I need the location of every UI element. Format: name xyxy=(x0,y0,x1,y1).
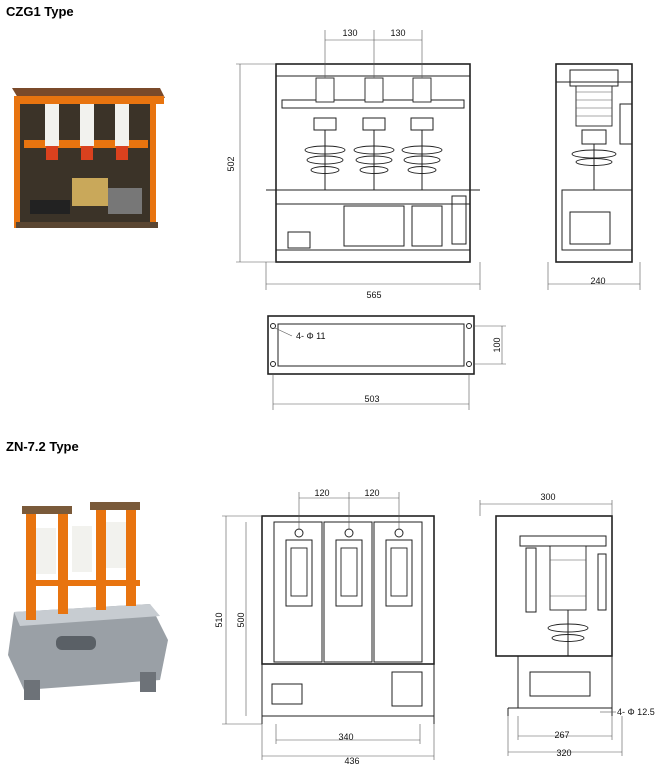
czg1-side-width-dim: 240 xyxy=(590,276,605,286)
zn72-spacing-dim-1: 120 xyxy=(314,488,329,498)
czg1-pole-left xyxy=(304,77,346,190)
zn72-pole-middle xyxy=(335,528,363,607)
czg1-mount-width-dim: 503 xyxy=(364,394,379,404)
zn72-side-top-width-dim: 300 xyxy=(540,492,555,502)
czg1-mounting-view: 4- Φ 11 100 503 xyxy=(267,315,506,410)
czg1-hole-label: 4- Φ 11 xyxy=(296,331,326,341)
zn72-section-title: ZN-7.2 Type xyxy=(6,439,79,454)
zn72-outer-width-dim: 436 xyxy=(344,756,359,766)
zn72-inner-height-dim: 500 xyxy=(236,612,246,627)
czg1-pole-middle xyxy=(353,77,395,190)
czg1-front-view: 130 130 502 565 xyxy=(226,28,481,300)
czg1-side-view: 240 xyxy=(547,63,641,290)
zn72-side-outer-width-dim: 320 xyxy=(556,748,571,758)
czg1-spacing-dim-2: 130 xyxy=(390,28,405,38)
zn72-side-view: 300 4- Φ 12.5 267 320 xyxy=(479,492,655,758)
zn72-front-view: 120 120 510 500 340 436 xyxy=(214,488,435,766)
zn72-inner-width-dim: 340 xyxy=(338,732,353,742)
zn72-spacing-dim-2: 120 xyxy=(364,488,379,498)
zn72-side-inner-width-dim: 267 xyxy=(554,730,569,740)
zn72-outer-height-dim: 510 xyxy=(214,612,224,627)
zn72-breaker-photo xyxy=(8,502,168,700)
czg1-contactor-photo xyxy=(12,88,165,228)
zn72-pole-right xyxy=(385,528,413,607)
zn72-hole-label: 4- Φ 12.5 xyxy=(617,707,655,717)
czg1-height-dim: 502 xyxy=(226,156,236,171)
zn72-pole-left xyxy=(285,528,313,607)
czg1-mount-height-dim: 100 xyxy=(492,337,502,352)
czg1-width-dim: 565 xyxy=(366,290,381,300)
czg1-spacing-dim-1: 130 xyxy=(342,28,357,38)
czg1-section-title: CZG1 Type xyxy=(6,4,74,19)
czg1-pole-right xyxy=(401,77,443,190)
